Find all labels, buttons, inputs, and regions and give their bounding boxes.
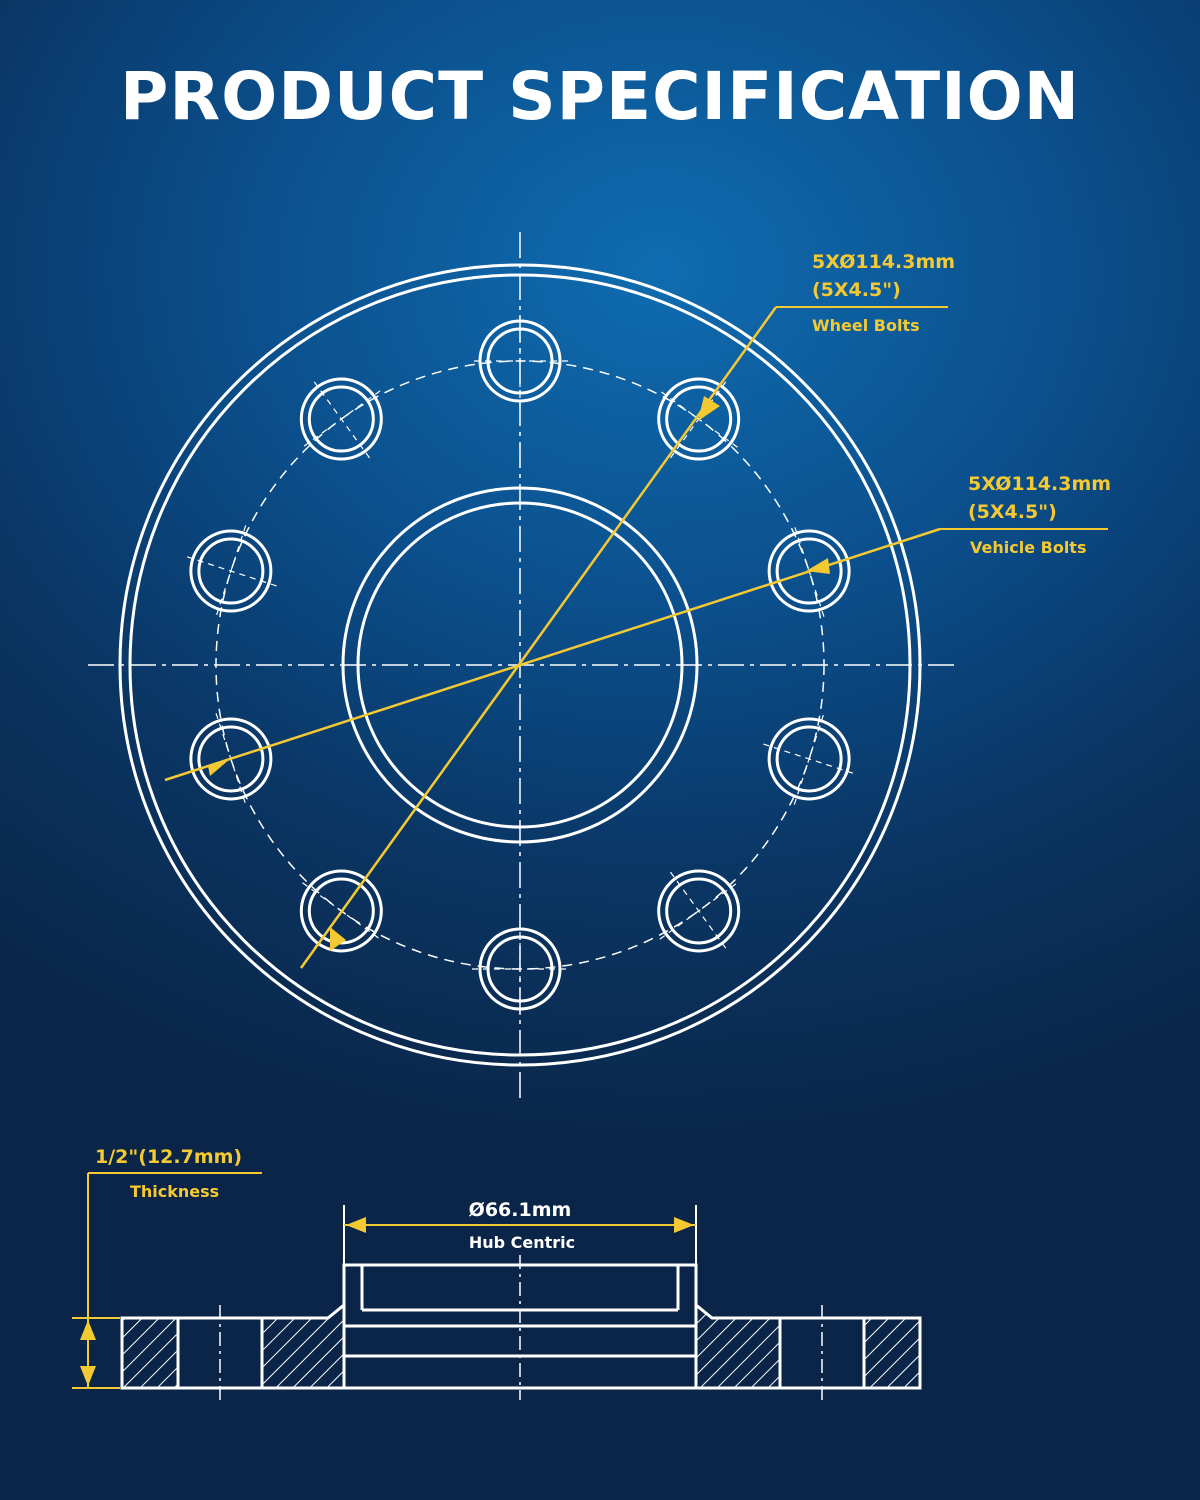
arrowhead (806, 558, 830, 574)
hub-bore-inner (356, 501, 684, 829)
outer-ring (118, 263, 922, 1067)
hub-bore-outer (341, 486, 699, 844)
bolt-hole (657, 869, 741, 953)
top-view: 5XØ114.3mm (5X4.5") Wheel Bolts 5XØ114.3… (88, 232, 1111, 1100)
bolt-hole (299, 377, 383, 461)
thickness-value: 1/2"(12.7mm) (95, 1146, 242, 1168)
side-section-view: 1/2"(12.7mm) Thickness Ø66.1mm Hub Centr… (72, 1146, 922, 1400)
arrowhead (330, 927, 346, 951)
bolt-holes (185, 313, 855, 1017)
bolt-hole (472, 313, 568, 409)
wheel-bolts-value: 5XØ114.3mm (812, 251, 955, 273)
wheel-bolts-imperial: (5X4.5") (812, 279, 901, 301)
bolt-hole (185, 525, 277, 617)
vehicle-bolts-dimension: 5XØ114.3mm (5X4.5") Vehicle Bolts (164, 473, 1111, 782)
hatched-sections (120, 1301, 922, 1390)
wheel-bolts-dimension: 5XØ114.3mm (5X4.5") Wheel Bolts (299, 251, 955, 969)
arrowhead (346, 1217, 366, 1233)
thickness-label: Thickness (130, 1182, 219, 1201)
arrowhead (80, 1320, 96, 1340)
arrowhead (208, 759, 230, 776)
arrowhead (698, 396, 720, 421)
hub-centric-dimension: Ø66.1mm Hub Centric (343, 1199, 697, 1265)
outer-ring-inner (128, 273, 912, 1057)
arrowhead (80, 1366, 96, 1386)
bolt-hole (472, 921, 568, 1017)
vehicle-bolts-value: 5XØ114.3mm (968, 473, 1111, 495)
thickness-dimension: 1/2"(12.7mm) Thickness (72, 1146, 262, 1389)
bolt-hole (763, 713, 855, 805)
hub-centric-label: Hub Centric (469, 1233, 575, 1252)
vehicle-bolts-label: Vehicle Bolts (970, 538, 1086, 557)
page-title: PRODUCT SPECIFICATION (119, 58, 1081, 135)
hub-centric-value: Ø66.1mm (469, 1199, 572, 1221)
vehicle-bolts-imperial: (5X4.5") (968, 501, 1057, 523)
wheel-bolts-label: Wheel Bolts (812, 316, 920, 335)
arrowhead (674, 1217, 694, 1233)
section-center-lines (219, 1255, 823, 1400)
